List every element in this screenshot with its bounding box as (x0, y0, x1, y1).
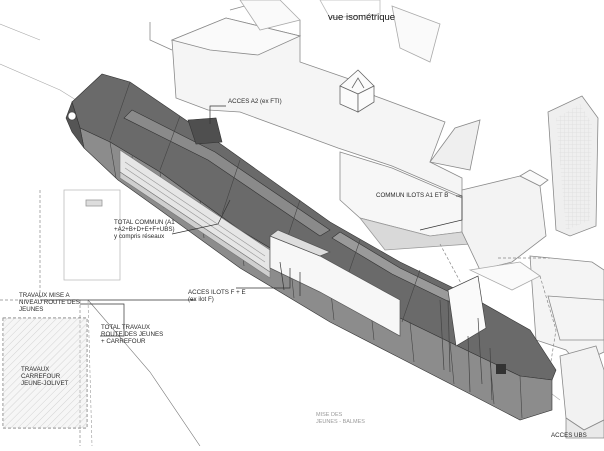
label-travaux-mise-niveau: TRAVAUX MISE A NIVEAU ROUTE DES JEUNES (19, 292, 80, 313)
label-total-commun: TOTAL COMMUN (A1 +A2+B+D+E+F+UBS) y comp… (114, 219, 175, 240)
lower-platform (119, 149, 271, 279)
acces-ilots-fe-element (269, 229, 401, 337)
carrefour-area (2, 299, 201, 447)
label-commun-ilots: COMMUN ILOTS A1 ET B (376, 192, 449, 199)
carrefour-hatched-zone (2, 317, 88, 429)
diagram-title: vue isométrique (328, 12, 396, 23)
start-marker-icon (67, 111, 77, 121)
label-acces-a2: ACCES A2 (ex FTI) (228, 98, 282, 105)
building-large-north (171, 17, 463, 197)
background-buildings (63, 0, 604, 439)
road-lane-light (123, 109, 331, 237)
gate-structure (439, 275, 493, 401)
label-acces-ilots-fe: ACCES ILOTS F + E (ex ilot F) (188, 289, 246, 303)
main-road-corridor (65, 73, 557, 421)
label-faint-street: MISE DES JEUNES - BALMES (316, 412, 365, 425)
end-block (496, 364, 506, 374)
label-total-travaux: TOTAL TRAVAUX ROUTE DES JEUNES + CARREFO… (101, 324, 164, 345)
building-large-north-top (170, 17, 302, 56)
leader-lines (40, 105, 463, 337)
label-travaux-carrefour: TRAVAUX CARREFOUR JEUNE-JOLIVET (21, 366, 69, 387)
label-acces-ubs: ACCES UBS (551, 432, 587, 439)
house-pyramid-roof (339, 69, 375, 113)
